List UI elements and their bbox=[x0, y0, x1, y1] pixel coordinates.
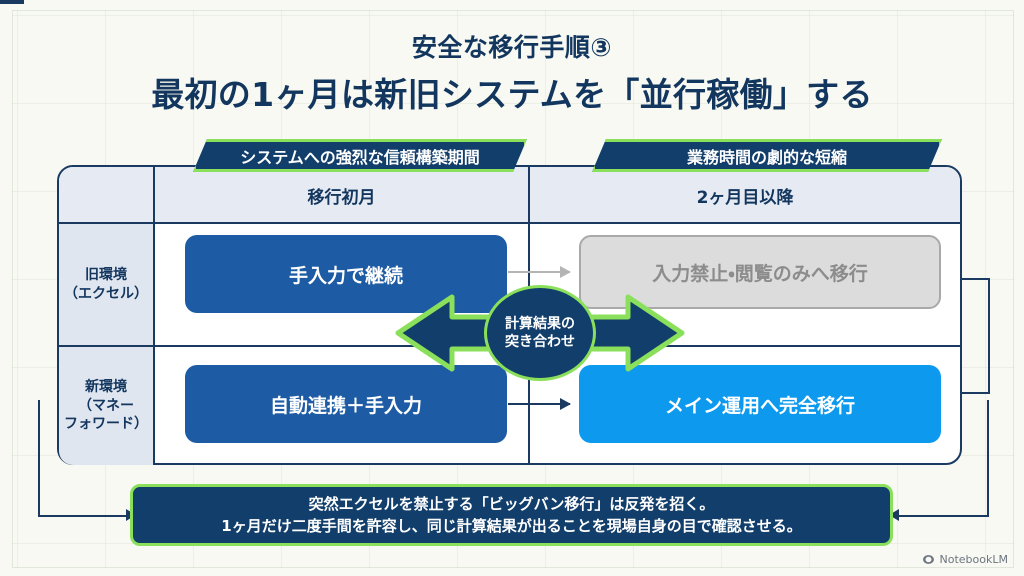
column-header-month2: 2ヶ月目以降 bbox=[696, 188, 794, 208]
connector-right-loop bbox=[889, 400, 989, 521]
center-node-line2: 突き合わせ bbox=[505, 334, 575, 350]
row-label-old-line1: 旧環境 bbox=[85, 266, 127, 283]
arrow-new-row-right bbox=[508, 398, 571, 410]
migration-table: 移行初月 2ヶ月目以降 旧環境 （エクセル） 手入力で継続 入力禁止・閲覧のみへ… bbox=[57, 165, 962, 465]
divider-label-column bbox=[153, 167, 155, 465]
connector-right-bracket bbox=[960, 278, 990, 394]
row-label-new-line1: 新環境 bbox=[85, 378, 127, 395]
slide-title: 最初の1ヶ月は新旧システムを「並行稼働」する bbox=[151, 75, 873, 114]
center-node-reconciliation: 計算結果の 突き合わせ bbox=[484, 285, 596, 381]
notebooklm-logo-icon bbox=[922, 555, 934, 564]
banner-right-time-reduction: 業務時間の劇的な短縮 bbox=[592, 139, 942, 172]
cell-old-month1-manual-entry[interactable]: 手入力で継続 bbox=[185, 235, 507, 313]
table-header-band bbox=[59, 167, 960, 224]
notebooklm-label: NotebookLM bbox=[939, 553, 1008, 566]
row-label-new-line3: フォワード） bbox=[64, 416, 148, 433]
column-header-month1: 移行初月 bbox=[307, 188, 376, 208]
center-node-line1: 計算結果の bbox=[505, 315, 575, 332]
arrow-old-row-right bbox=[508, 266, 571, 278]
row-label-old-line2: （エクセル） bbox=[64, 285, 148, 302]
cell-new-month1-auto-plus-manual[interactable]: 自動連携＋手入力 bbox=[185, 365, 507, 443]
row-label-old-environment: 旧環境 （エクセル） bbox=[59, 224, 153, 345]
row-label-new-line2: （マネー bbox=[78, 397, 134, 414]
row-label-new-environment: 新環境 （マネー フォワード） bbox=[59, 347, 153, 465]
summary-line1: 突然エクセルを禁止する「ビッグバン移行」は反発を招く。 bbox=[308, 494, 715, 513]
cell-old-month2-readonly[interactable]: 入力禁止・閲覧のみへ移行 bbox=[579, 235, 941, 309]
summary-line2: 1ヶ月だけ二度手間を許容し、同じ計算結果が出ることを現場自身の目で確認させる。 bbox=[221, 517, 802, 535]
summary-banner: 突然エクセルを禁止する「ビッグバン移行」は反発を招く。 1ヶ月だけ二度手間を許容… bbox=[130, 484, 893, 546]
connector-stub-top bbox=[0, 0, 24, 2]
notebooklm-watermark: NotebookLM bbox=[922, 553, 1008, 566]
connector-stub-bottom bbox=[0, 2, 24, 4]
banner-left-trust-period: システムへの強烈な信頼構築期間 bbox=[193, 139, 527, 172]
cell-new-month2-full-migration[interactable]: メイン運用へ完全移行 bbox=[579, 365, 941, 443]
slide-subtitle: 安全な移行手順③ bbox=[411, 33, 613, 62]
